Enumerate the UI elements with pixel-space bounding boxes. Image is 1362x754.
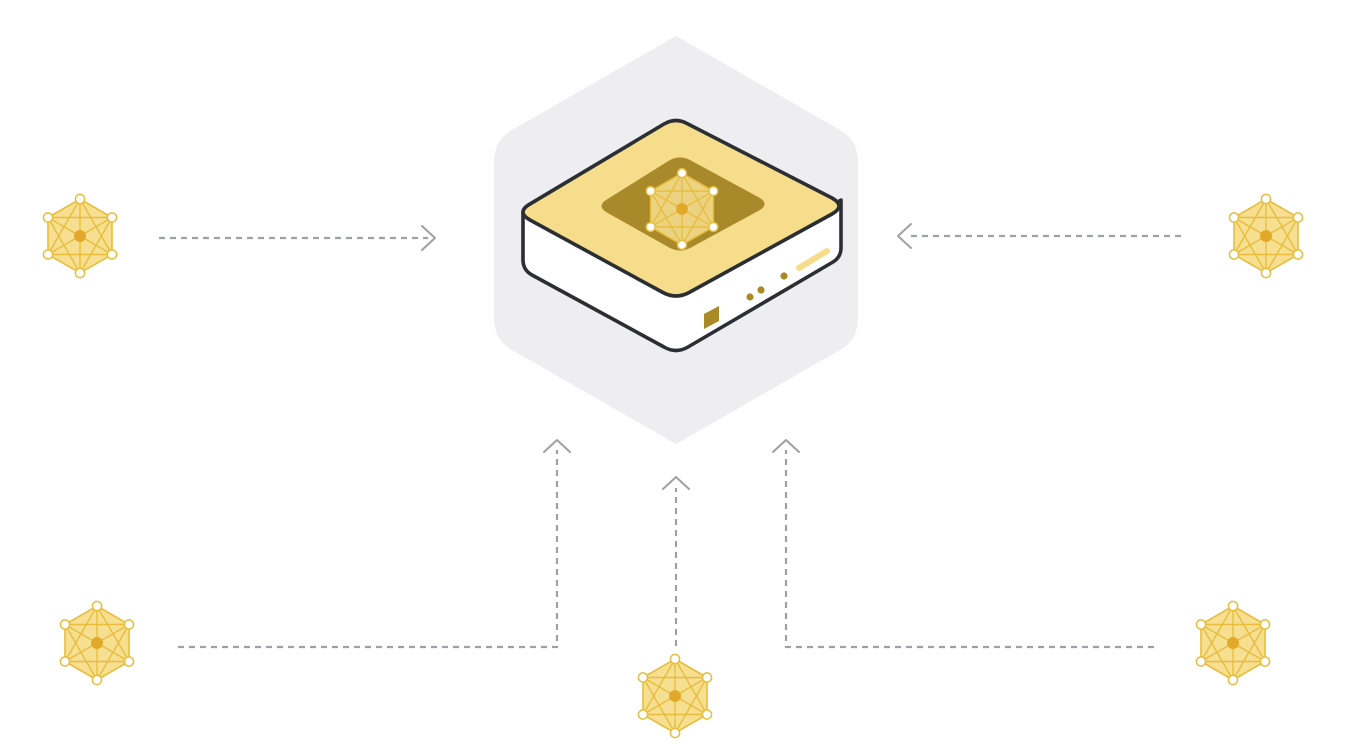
chip-network-icon xyxy=(645,167,719,251)
arrow-top-left xyxy=(421,225,436,251)
device-led-2 xyxy=(757,286,765,294)
network-node-icon xyxy=(1228,193,1304,279)
node-bottom-right xyxy=(1195,600,1271,686)
device-led-1 xyxy=(746,293,754,301)
connections xyxy=(159,223,1181,649)
arrow-bottom-center xyxy=(662,476,690,490)
network-node-icon xyxy=(59,600,135,686)
connector-bottom-left xyxy=(178,450,559,649)
arrow-top-right xyxy=(897,223,912,249)
device-status-bar xyxy=(796,248,830,271)
connector-bottom-right xyxy=(784,450,1154,649)
network-node-icon xyxy=(637,653,713,739)
arrow-bottom-left xyxy=(543,439,571,453)
node-bottom-left xyxy=(59,600,135,686)
node-top-right xyxy=(1228,193,1304,279)
network-node-icon xyxy=(1195,600,1271,686)
node-bottom-center xyxy=(637,653,713,739)
device-port-square xyxy=(704,306,719,329)
node-top-left xyxy=(42,193,118,279)
device-led-3 xyxy=(780,272,788,280)
network-node-icon xyxy=(645,167,719,251)
device-hub-icon xyxy=(521,118,843,353)
arrow-bottom-right xyxy=(772,439,800,453)
network-node-icon xyxy=(42,193,118,279)
